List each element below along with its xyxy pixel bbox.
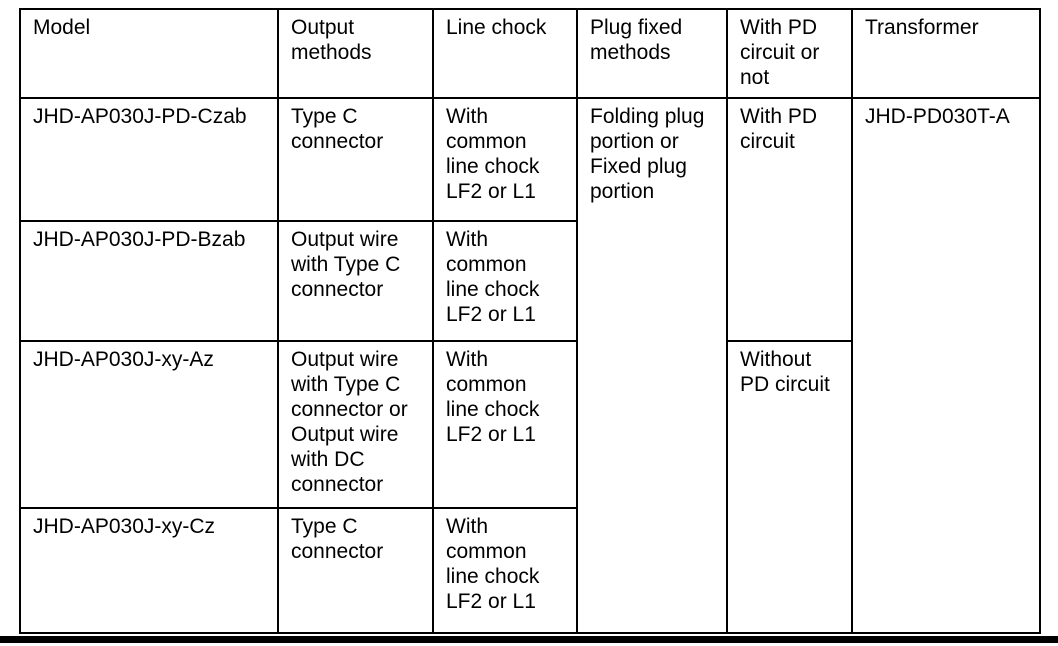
table-row: JHD-AP030J-PD-Czab Type C connector With… [19, 97, 1041, 634]
header-output-methods: Output methods [277, 8, 434, 99]
output-methods-cell: Output wire with Type C connector [277, 220, 434, 342]
table-row: JHD-AP030J-PD-Bzab Output wire with Type… [19, 220, 1040, 342]
plug-fixed-methods-cell: Folding plug portion or Fixed plug porti… [576, 97, 728, 634]
product-models-table: Model Output methods Line chock Plug fix… [19, 8, 1041, 634]
header-plug-fixed-methods: Plug fixed methods [576, 8, 728, 99]
model-cell: JHD-AP030J-PD-Bzab [19, 220, 279, 342]
line-chock-cell: With common line chock LF2 or L1 [432, 97, 578, 222]
line-chock-cell: With common line chock LF2 or L1 [432, 340, 578, 509]
header-pd-circuit: With PD circuit or not [726, 8, 853, 99]
line-chock-cell: With common line chock LF2 or L1 [432, 507, 578, 634]
page-bottom-divider [0, 636, 1058, 643]
header-line-chock: Line chock [432, 8, 578, 99]
model-cell: JHD-AP030J-PD-Czab [19, 97, 279, 222]
output-methods-cell: Type C connector [277, 507, 434, 634]
pd-circuit-cell-with: With PD circuit [726, 97, 853, 342]
output-methods-cell: Type C connector [277, 97, 434, 222]
model-cell: JHD-AP030J-xy-Cz [19, 507, 279, 634]
table-row: JHD-AP030J-xy-Cz Type C connector With c… [19, 507, 1040, 634]
header-model: Model [19, 8, 279, 99]
model-cell: JHD-AP030J-xy-Az [19, 340, 279, 509]
output-methods-cell: Output wire with Type C connector or Out… [277, 340, 434, 509]
transformer-cell: JHD-PD030T-A [851, 97, 1041, 634]
pd-circuit-cell-without: Without PD circuit [726, 340, 853, 634]
table-row: JHD-AP030J-xy-Az Output wire with Type C… [19, 340, 1040, 634]
table-header-row: Model Output methods Line chock Plug fix… [19, 8, 1041, 99]
line-chock-cell: With common line chock LF2 or L1 [432, 220, 578, 342]
header-transformer: Transformer [851, 8, 1041, 99]
